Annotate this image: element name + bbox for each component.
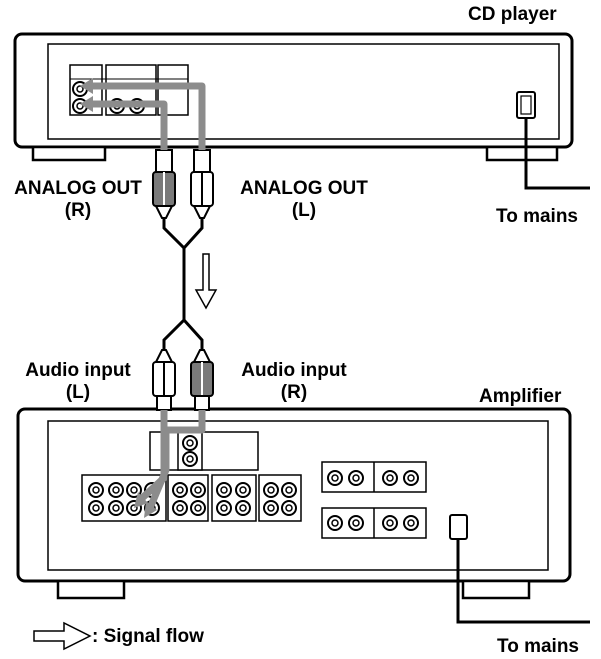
analog-out-l-label: ANALOG OUT (L) bbox=[226, 178, 382, 222]
plug-analog-out-r bbox=[152, 149, 176, 219]
cd-player-foot-left bbox=[31, 145, 107, 162]
cd-player-foot-right bbox=[485, 145, 559, 162]
cd-player-label: CD player bbox=[468, 4, 557, 25]
audio-cable bbox=[152, 149, 214, 411]
audio-input-r-line2: (R) bbox=[280, 382, 308, 403]
connection-arrows bbox=[80, 78, 206, 518]
plug-analog-out-l bbox=[190, 149, 214, 219]
arrow-analog-out-r bbox=[92, 100, 168, 150]
audio-input-l-label: Audio input (L) bbox=[14, 360, 142, 404]
plug-audio-input-r bbox=[190, 349, 214, 411]
audio-input-l-line1: Audio input bbox=[25, 360, 131, 381]
to-mains-top-label: To mains bbox=[496, 206, 578, 227]
audio-input-r-label: Audio input (R) bbox=[226, 360, 362, 404]
amplifier-unit bbox=[16, 407, 572, 600]
amplifier-foot-right bbox=[461, 579, 531, 600]
analog-out-l-line2: (L) bbox=[291, 200, 317, 221]
analog-out-r-line1: ANALOG OUT bbox=[14, 178, 142, 199]
analog-out-l-line1: ANALOG OUT bbox=[240, 178, 368, 199]
audio-input-r-line1: Audio input bbox=[241, 360, 347, 381]
audio-input-l-line2: (L) bbox=[65, 382, 91, 403]
to-mains-bottom-label: To mains bbox=[497, 636, 579, 657]
signal-flow-label: : Signal flow bbox=[92, 626, 204, 647]
analog-out-r-line2: (R) bbox=[64, 200, 92, 221]
arrow-audio-input-r bbox=[146, 410, 206, 510]
amplifier-foot-left bbox=[56, 579, 126, 600]
legend-signal-flow-icon bbox=[33, 621, 92, 651]
cd-player-power-socket bbox=[516, 91, 536, 119]
cd-player-unit bbox=[13, 32, 574, 162]
cd-player-power-cable bbox=[524, 118, 590, 190]
plug-audio-input-l bbox=[152, 349, 176, 411]
arrow-analog-out-l bbox=[92, 82, 206, 150]
amplifier-power-socket bbox=[449, 514, 468, 540]
signal-flow-arrow-icon bbox=[194, 253, 218, 310]
amplifier-power-cable bbox=[456, 539, 590, 624]
amplifier-label: Amplifier bbox=[479, 386, 562, 407]
analog-out-r-label: ANALOG OUT (R) bbox=[2, 178, 154, 222]
